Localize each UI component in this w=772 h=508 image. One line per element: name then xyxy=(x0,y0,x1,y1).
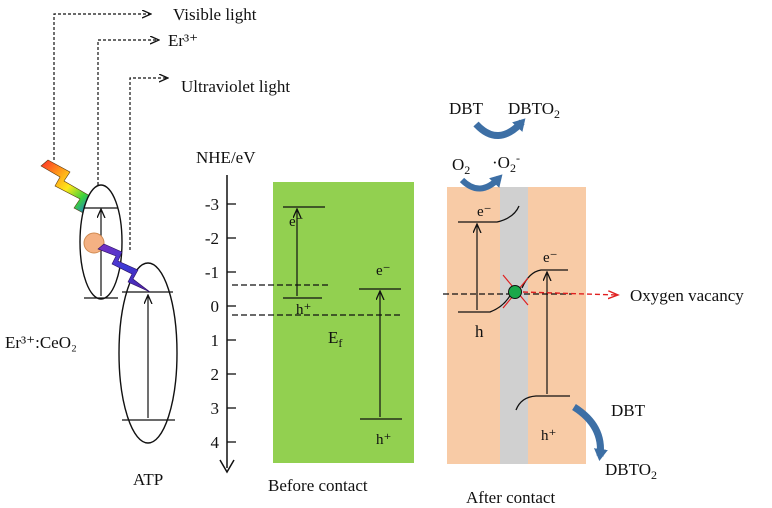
before-electron-1: e⁻ xyxy=(289,214,304,230)
axis-arrowhead xyxy=(219,459,235,474)
dbto2-top-label: DBTO2 xyxy=(508,99,560,121)
axis-tick-label: -2 xyxy=(205,229,219,248)
after-contact-right-region xyxy=(528,187,586,464)
after-contact-left-region xyxy=(447,187,502,464)
after-hole-2: h⁺ xyxy=(541,428,556,444)
er3-label: Er³⁺ xyxy=(168,31,198,50)
dbt-oxidation-arrow-bottom xyxy=(572,404,608,461)
before-contact-panel: e⁻ h⁺ e⁻ h⁺ Ef Before contact xyxy=(232,182,414,495)
axis-tick-label: 2 xyxy=(211,365,220,384)
after-hole-1: h xyxy=(475,322,484,341)
energy-axis: NHE/eV -3 -2 -1 0 1 2 3 4 xyxy=(196,148,256,474)
axis-tick-label: 0 xyxy=(211,297,220,316)
o2-label: O2 xyxy=(452,155,470,177)
after-contact-title: After contact xyxy=(466,488,555,507)
er3-leader xyxy=(97,40,158,215)
after-cb-1 xyxy=(458,205,520,223)
axis-title: NHE/eV xyxy=(196,148,256,167)
oxygen-vacancy-label: Oxygen vacancy xyxy=(630,286,744,305)
uv-light-leader xyxy=(129,78,167,250)
after-vb-2 xyxy=(515,395,570,411)
dbt-oxidation-arrow-top xyxy=(473,118,526,139)
before-contact-title: Before contact xyxy=(268,476,368,495)
uv-lightning-icon xyxy=(97,243,151,293)
superoxide-label: ·O2- xyxy=(492,151,520,175)
axis-tick-label: 4 xyxy=(211,433,220,452)
before-hole-2: h⁺ xyxy=(376,432,391,448)
oxygen-reduction-arrow xyxy=(459,174,503,192)
after-electron-1: e⁻ xyxy=(477,204,492,220)
after-contact-panel: DBT DBTO2 O2 ·O2- e⁻ h e⁻ h⁺ Oxygen vaca… xyxy=(443,99,744,507)
after-cb-2 xyxy=(521,269,568,289)
axis-tick-label: -3 xyxy=(205,195,219,214)
visible-light-label: Visible light xyxy=(173,5,257,24)
visible-light-leader xyxy=(53,14,150,160)
dbto2-bottom-label: DBTO2 xyxy=(605,460,657,482)
axis-tick-label: 1 xyxy=(211,331,220,350)
before-electron-2: e⁻ xyxy=(376,263,391,279)
dbt-bottom-label: DBT xyxy=(611,401,646,420)
left-panel: Visible light Er³⁺ Ultraviolet light Er³… xyxy=(5,5,290,489)
fermi-label: Ef xyxy=(328,328,342,350)
axis-tick-label: -1 xyxy=(205,263,219,282)
axis-ticks: -3 -2 -1 0 1 2 3 4 xyxy=(205,195,236,452)
uv-light-label: Ultraviolet light xyxy=(181,77,290,96)
after-contact-interface-strip xyxy=(500,187,530,464)
oxygen-vacancy-dot xyxy=(508,285,522,299)
before-hole-1: h⁺ xyxy=(296,302,311,318)
er3-ceo2-label: Er³⁺:CeO₂ xyxy=(5,333,77,352)
dbt-top-label: DBT xyxy=(449,99,484,118)
axis-tick-label: 3 xyxy=(211,399,220,418)
atp-label: ATP xyxy=(133,470,163,489)
after-electron-2: e⁻ xyxy=(543,250,558,266)
